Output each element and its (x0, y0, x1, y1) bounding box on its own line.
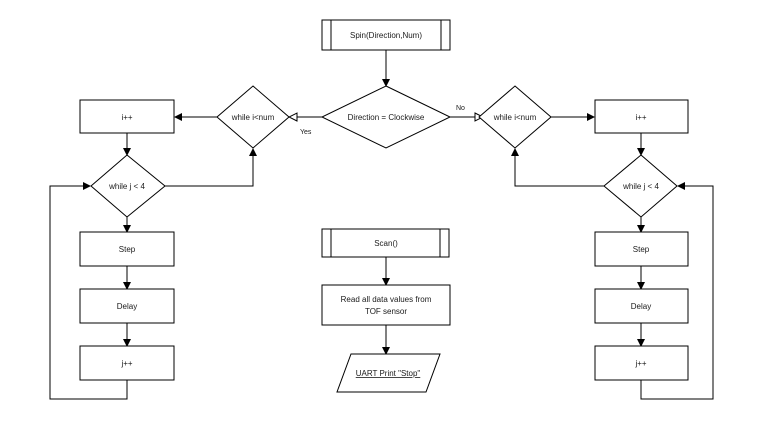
scan-subroutine-node: Scan() (321, 228, 450, 258)
right-j-increment-node: j++ (594, 345, 689, 381)
edge-left-while-j-exit (165, 148, 257, 187)
left-i-increment-node: i++ (79, 99, 175, 134)
edge-left-j-inc-loop-back (49, 182, 128, 400)
left-delay-node: Delay (79, 288, 175, 324)
right-delay-node: Delay (594, 288, 689, 324)
left-j-increment-node: j++ (79, 345, 175, 381)
direction-decision-node: Direction = Clockwise (320, 85, 452, 149)
left-step-node: Step (79, 231, 175, 267)
read-values-label-line1: Read all data values from (341, 295, 432, 304)
uart-print-label: UART Print "Stop" (356, 369, 421, 378)
spin-label: Spin(Direction,Num) (350, 31, 422, 40)
edge-right-j-inc-loop-back (640, 182, 714, 400)
left-while-j-label: while j < 4 (108, 182, 145, 191)
left-i-increment-label: i++ (121, 113, 132, 122)
right-i-increment-label: i++ (635, 113, 646, 122)
right-while-j-label: while j < 4 (622, 182, 659, 191)
right-i-increment-node: i++ (594, 99, 689, 134)
read-values-label-line2: TOF sensor (365, 307, 407, 316)
left-step-label: Step (119, 245, 136, 254)
right-j-increment-label: j++ (634, 359, 646, 368)
left-while-i-label: while i<num (231, 113, 275, 122)
scan-label: Scan() (374, 239, 398, 248)
left-j-increment-label: j++ (120, 359, 132, 368)
read-values-node: Read all data values from TOF sensor (321, 284, 451, 326)
yes-label: Yes (300, 129, 312, 136)
right-step-node: Step (594, 231, 689, 267)
no-label: No (456, 105, 465, 112)
right-delay-label: Delay (631, 302, 651, 311)
left-delay-label: Delay (117, 302, 137, 311)
uart-print-node: UART Print "Stop" (336, 353, 441, 393)
edge-right-while-j-exit (511, 148, 604, 187)
spin-subroutine-node: Spin(Direction,Num) (321, 19, 451, 51)
left-while-i-decision: while i<num (216, 85, 290, 149)
direction-decision-label: Direction = Clockwise (348, 113, 425, 122)
right-while-i-decision: while i<num (478, 85, 552, 149)
right-while-i-label: while i<num (493, 113, 537, 122)
right-step-label: Step (633, 245, 650, 254)
right-while-j-decision: while j < 4 (603, 154, 678, 218)
left-while-j-decision: while j < 4 (90, 154, 166, 218)
